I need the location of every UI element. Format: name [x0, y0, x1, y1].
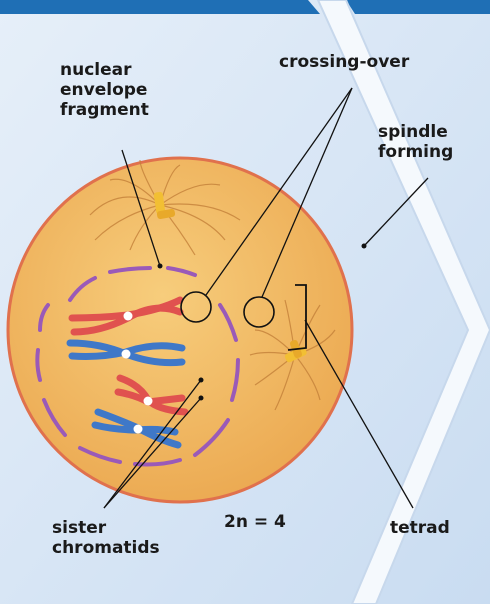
leader-lines — [103, 87, 429, 509]
label-tetrad: tetrad — [390, 518, 450, 538]
label-chromosome-number: 2n = 4 — [224, 512, 286, 532]
leader-dot-spindle — [361, 243, 367, 249]
crossing-over-circle-left — [180, 291, 212, 323]
tetrad-upper — [66, 296, 186, 367]
label-spindle-forming: spindle forming — [378, 122, 454, 162]
header-bar-right — [346, 0, 490, 14]
label-crossing-over: crossing-over — [279, 52, 410, 72]
leader-dot-chromatid-2 — [198, 395, 204, 401]
leader-dot-chromatid-1 — [198, 377, 204, 383]
cell — [6, 156, 354, 504]
header-bar-left — [0, 0, 320, 14]
tetrad-lower — [91, 374, 189, 449]
crossing-over-circle-right — [243, 296, 275, 328]
leader-dot-envelope — [157, 263, 163, 269]
label-sister-chromatids: sister chromatids — [52, 518, 160, 558]
nuclear-envelope-fragments — [35, 266, 240, 467]
tetrad-bracket — [287, 284, 307, 351]
label-nuclear-envelope-fragment: nuclear envelope fragment — [60, 60, 149, 120]
centrosome-top — [153, 191, 176, 220]
